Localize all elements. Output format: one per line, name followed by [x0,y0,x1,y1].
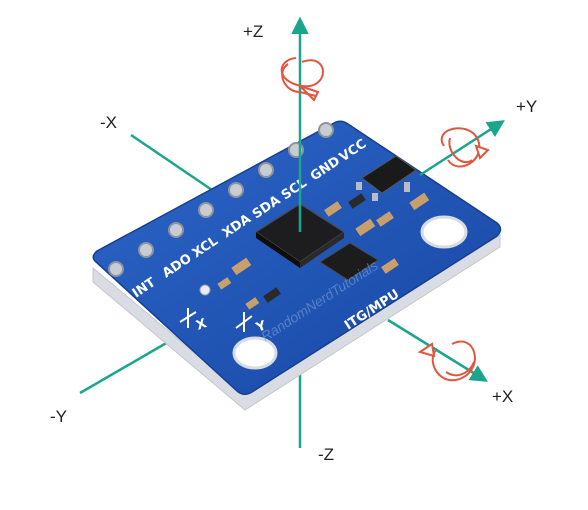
led-indicator [199,284,211,296]
rotation-arrow-y-icon [440,127,490,168]
pos-y-axis-line [419,120,505,177]
pin-pad [228,182,244,198]
neg-y-axis-line [79,336,176,395]
neg-x-axis-line [130,133,216,194]
axis-label-neg-z: -Z [318,445,334,464]
pin-pad [138,242,154,258]
silk-axis-icons [179,308,253,332]
voltage-regulator [356,155,417,201]
axis-label-pos-z: +Z [243,22,263,41]
mpu-chip [254,203,346,268]
silk-x-label: X [194,316,209,334]
secondary-chip [319,242,379,281]
axis-label-pos-y: +Y [516,97,537,116]
mounting-hole-right [420,215,468,249]
axis-label-neg-y: -Y [50,407,67,426]
breakout-board: VCC GND SCL SDA XDA XCL ADO INT [92,120,502,411]
smd-components [199,192,430,310]
pin-pad [198,202,214,218]
mounting-hole-left [232,336,278,370]
rotation-arrow-z-icon [280,57,324,102]
pin-pad [168,222,184,238]
axis-label-pos-x: +X [492,387,513,406]
pin-pad [108,261,124,277]
pin-pad [258,162,274,178]
rotation-arrow-x-icon [417,340,476,382]
axis-label-neg-x: -X [100,113,117,132]
pin-pad [318,122,334,138]
